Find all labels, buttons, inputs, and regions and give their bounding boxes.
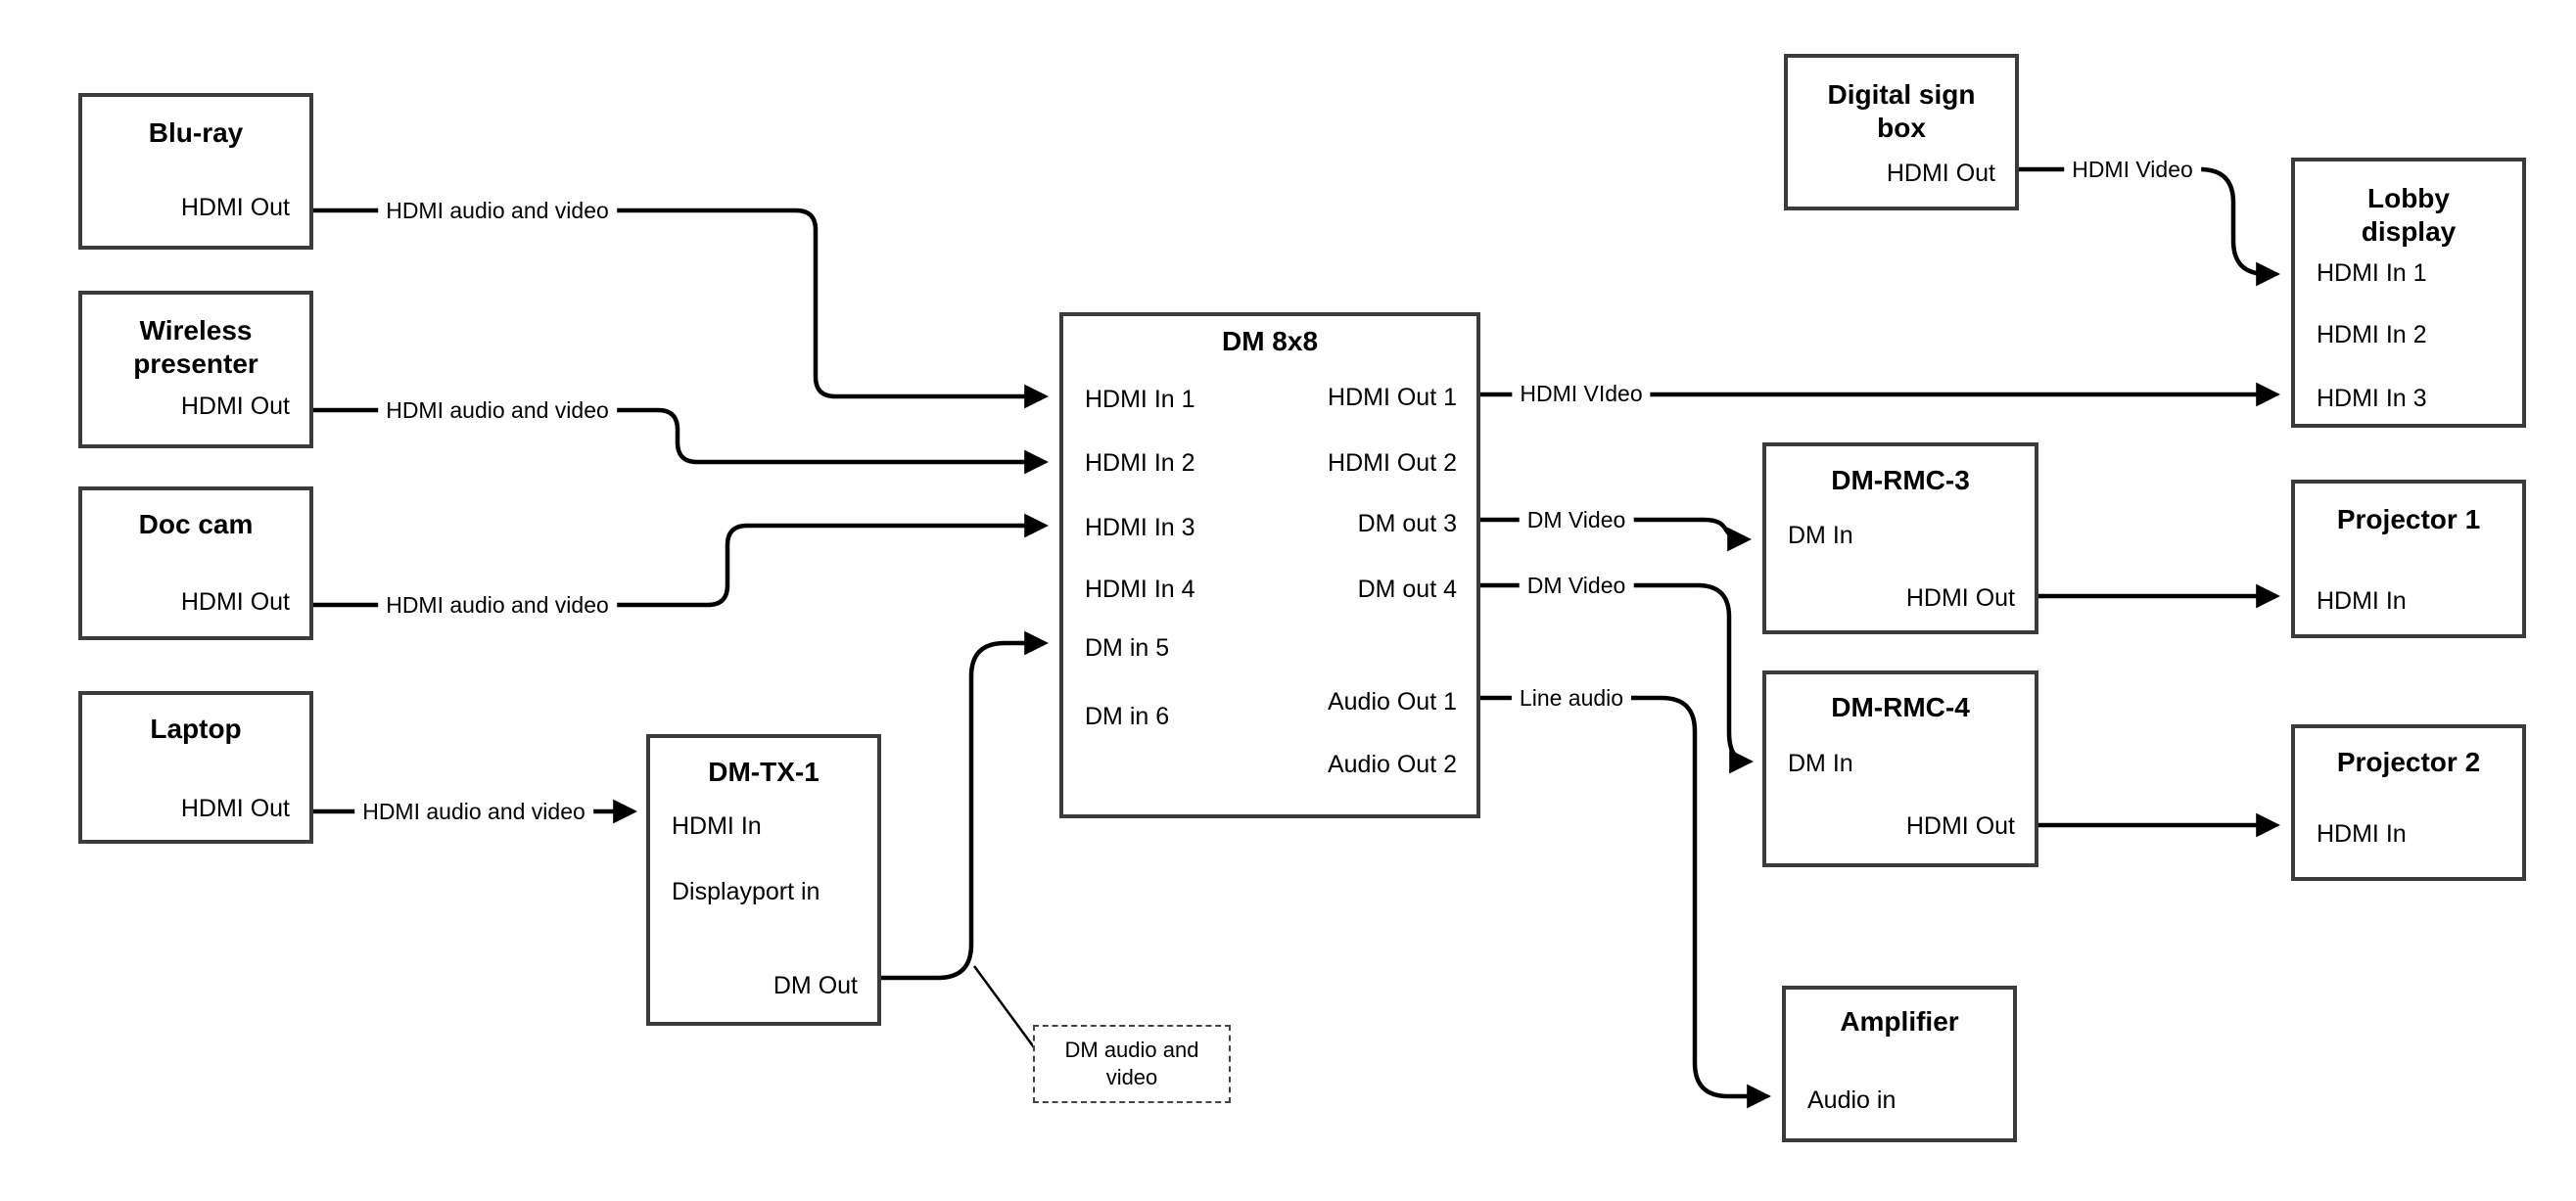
- port-dm8x8-audio-out-2: Audio Out 2: [1327, 751, 1457, 778]
- port-dm8x8-hdmi-in-3: HDMI In 3: [1085, 514, 1195, 541]
- node-digital-sign-box-title: Digital sign box: [1827, 79, 1976, 143]
- node-laptop[interactable]: Laptop HDMI Out: [78, 691, 313, 844]
- port-laptop-hdmi-out: HDMI Out: [180, 795, 290, 822]
- node-digital-sign-box[interactable]: Digital sign box HDMI Out: [1784, 54, 2019, 210]
- port-dm8x8-hdmi-in-1: HDMI In 1: [1085, 386, 1195, 413]
- wire-dmtx1-to-dm8x8-dm-in5: [881, 630, 1049, 981]
- node-projector-1[interactable]: Projector 1 HDMI In: [2291, 480, 2526, 638]
- port-lobby-hdmi-in-1: HDMI In 1: [2317, 259, 2427, 287]
- wire-label-hdmi-video-out1: HDMI VIdeo: [1512, 380, 1651, 407]
- node-wireless-presenter-title: Wireless presenter: [133, 315, 258, 379]
- port-lobby-hdmi-in-3: HDMI In 3: [2317, 385, 2427, 412]
- node-doc-cam-title: Doc cam: [138, 509, 254, 539]
- wire-label-doccam-hdmi-av: HDMI audio and video: [378, 591, 617, 619]
- node-amplifier-title: Amplifier: [1840, 1006, 1959, 1037]
- port-rmc3-hdmi-out: HDMI Out: [1905, 584, 2015, 612]
- node-bluray[interactable]: Blu-ray HDMI Out: [78, 93, 313, 250]
- port-proj2-hdmi-in: HDMI In: [2317, 820, 2407, 848]
- node-lobby-display[interactable]: Lobby display HDMI In 1 HDMI In 2 HDMI I…: [2291, 158, 2526, 428]
- port-dm8x8-dm-in-5: DM in 5: [1085, 634, 1170, 662]
- node-dm-tx-1[interactable]: DM-TX-1 HDMI In Displayport in DM Out: [646, 734, 881, 1026]
- wire-label-dm-video-out4: DM Video: [1519, 572, 1634, 599]
- port-rmc3-dm-in: DM In: [1788, 522, 1853, 549]
- node-laptop-title: Laptop: [150, 714, 242, 744]
- wire-doccam-to-dm8x8-hdmi-in3: [313, 513, 1049, 608]
- node-dm-rmc-4-title: DM-RMC-4: [1831, 692, 1970, 722]
- port-doccam-hdmi-out: HDMI Out: [180, 588, 290, 616]
- port-dm8x8-dm-out-3: DM out 3: [1357, 510, 1457, 537]
- port-rmc4-dm-in: DM In: [1788, 750, 1853, 777]
- node-dm-rmc-4[interactable]: DM-RMC-4 DM In HDMI Out: [1762, 670, 2038, 867]
- port-lobby-hdmi-in-2: HDMI In 2: [2317, 321, 2427, 348]
- wire-bluray-to-dm8x8-hdmi-in1: [313, 208, 1049, 409]
- node-dm-8x8[interactable]: DM 8x8 HDMI In 1 HDMI In 2 HDMI In 3 HDM…: [1059, 312, 1480, 818]
- wire-dm8x8-audio-out1-to-amplifier: [1480, 695, 1771, 1109]
- port-dmtx1-displayport-in: Displayport in: [672, 878, 820, 905]
- note-leader-line: [972, 965, 1036, 1048]
- wire-label-dm-video-out3: DM Video: [1519, 506, 1634, 533]
- node-bluray-title: Blu-ray: [148, 117, 244, 148]
- note-dm-audio-and-video: DM audio and video: [1033, 1025, 1231, 1103]
- wire-label-signbox-hdmi-video: HDMI Video: [2064, 156, 2201, 183]
- port-wireless-hdmi-out: HDMI Out: [180, 393, 290, 420]
- port-amplifier-audio-in: Audio in: [1807, 1086, 1897, 1114]
- wire-label-line-audio: Line audio: [1511, 684, 1632, 712]
- port-signbox-hdmi-out: HDMI Out: [1886, 160, 1995, 187]
- port-proj1-hdmi-in: HDMI In: [2317, 587, 2407, 615]
- port-dmtx1-hdmi-in: HDMI In: [672, 812, 762, 840]
- node-projector-2[interactable]: Projector 2 HDMI In: [2291, 724, 2526, 881]
- node-dm-8x8-title: DM 8x8: [1221, 326, 1319, 356]
- port-dm8x8-dm-out-4: DM out 4: [1357, 576, 1457, 603]
- wire-dm8x8-dm-out4-to-rmc4-dm-in: [1480, 582, 1754, 774]
- wire-label-bluray-hdmi-av: HDMI audio and video: [378, 197, 617, 224]
- port-bluray-hdmi-out: HDMI Out: [180, 194, 290, 221]
- node-dm-rmc-3[interactable]: DM-RMC-3 DM In HDMI Out: [1762, 442, 2038, 634]
- node-doc-cam[interactable]: Doc cam HDMI Out: [78, 486, 313, 640]
- node-lobby-display-title: Lobby display: [2361, 183, 2457, 247]
- port-dm8x8-dm-in-6: DM in 6: [1085, 703, 1170, 730]
- port-dm8x8-hdmi-out-2: HDMI Out 2: [1328, 449, 1457, 477]
- node-dm-rmc-3-title: DM-RMC-3: [1831, 465, 1970, 495]
- node-dm-tx-1-title: DM-TX-1: [708, 757, 820, 787]
- wire-label-laptop-hdmi-av: HDMI audio and video: [354, 798, 593, 825]
- wire-signbox-to-lobby-hdmi-in1: [2019, 166, 2280, 287]
- port-dm8x8-audio-out-1: Audio Out 1: [1327, 688, 1457, 716]
- port-dm8x8-hdmi-out-1: HDMI Out 1: [1328, 384, 1457, 411]
- node-amplifier[interactable]: Amplifier Audio in: [1782, 986, 2017, 1142]
- node-wireless-presenter[interactable]: Wireless presenter HDMI Out: [78, 291, 313, 448]
- port-dmtx1-dm-out: DM Out: [773, 972, 858, 999]
- wire-wireless-to-dm8x8-hdmi-in2: [313, 407, 1049, 475]
- port-dm8x8-hdmi-in-4: HDMI In 4: [1085, 576, 1195, 603]
- wire-label-wireless-hdmi-av: HDMI audio and video: [378, 396, 617, 424]
- node-projector-1-title: Projector 1: [2336, 504, 2481, 534]
- node-projector-2-title: Projector 2: [2336, 747, 2481, 777]
- port-rmc4-hdmi-out: HDMI Out: [1905, 812, 2015, 840]
- wire-dm8x8-dm-out3-to-rmc3-dm-in: [1480, 517, 1752, 552]
- port-dm8x8-hdmi-in-2: HDMI In 2: [1085, 449, 1195, 477]
